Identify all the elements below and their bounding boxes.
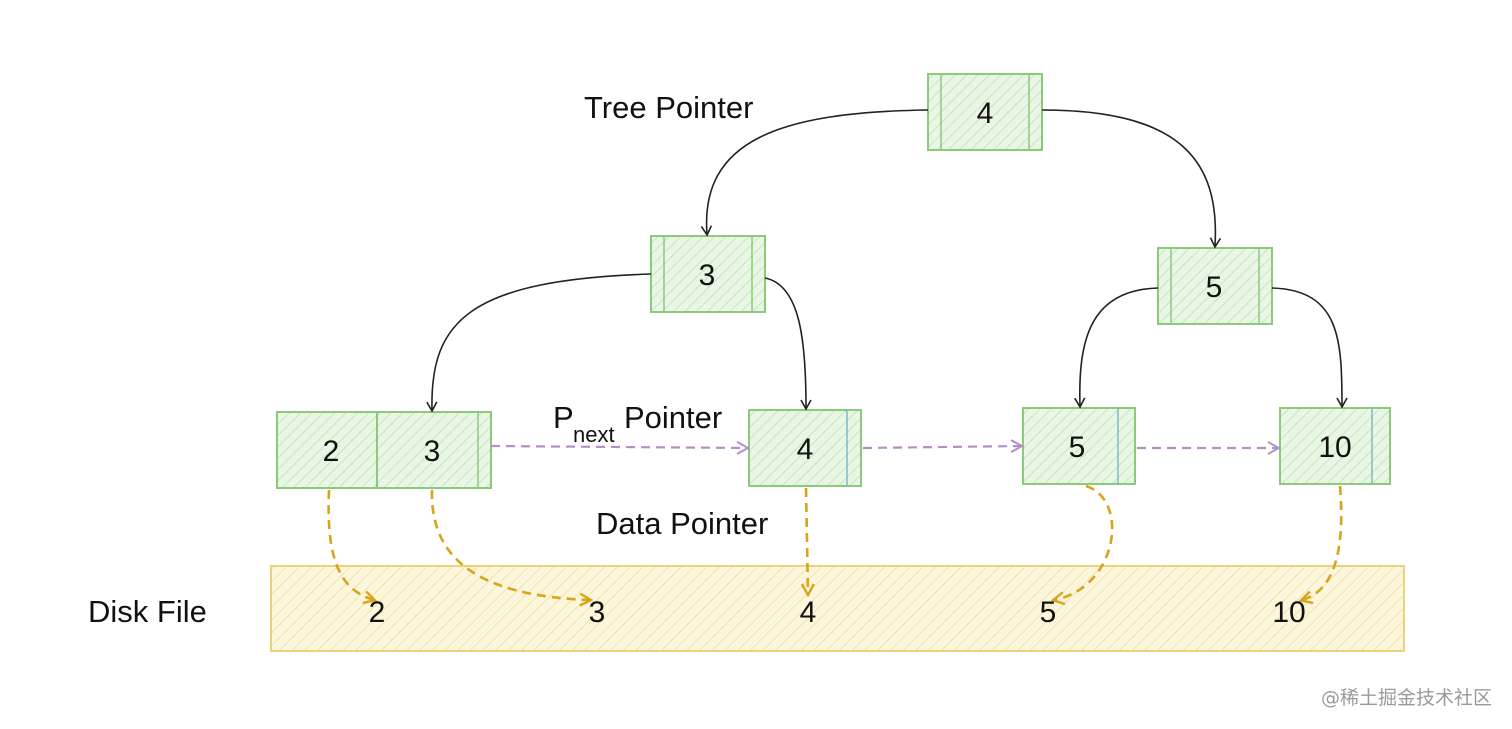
pnext-pointer-arrows (490, 446, 1278, 448)
leaf-key: 10 (1318, 431, 1351, 464)
internal-node-right-key: 5 (1206, 271, 1223, 304)
tree-arrow (1271, 287, 1348, 409)
tree-pointer-label: Tree Pointer (584, 90, 753, 125)
root-node-key: 4 (977, 97, 994, 130)
leaf-node-box (376, 411, 492, 489)
data-pointer-arrows (327, 484, 1343, 600)
disk-file (270, 565, 1405, 652)
tree-arrow (1041, 109, 1222, 249)
leaf-node-box (276, 411, 388, 489)
pnext-subscript: next (573, 422, 615, 447)
leaf-node-first: 2 3 (276, 411, 492, 489)
next-arrow (490, 446, 747, 448)
disk-value: 2 (369, 596, 386, 629)
next-arrow (862, 446, 1021, 448)
tree-arrow (700, 109, 929, 237)
leaf-node-box (748, 409, 862, 487)
disk-value: 3 (589, 596, 606, 629)
data-arrow (430, 489, 590, 600)
leaf-node-10: 10 (1279, 407, 1391, 485)
watermark: @稀土掘金技术社区 (1321, 687, 1492, 709)
tree-arrow (764, 277, 812, 411)
disk-value: 4 (800, 596, 817, 629)
root-node: 4 (927, 73, 1043, 151)
data-arrow (1302, 485, 1343, 600)
internal-node-left: 3 (650, 235, 766, 313)
disk-value: 10 (1272, 596, 1305, 629)
disk-file-band (270, 565, 1405, 652)
pnext-main: P (553, 400, 574, 435)
leaf-key: 5 (1069, 431, 1086, 464)
disk-value: 5 (1040, 596, 1057, 629)
data-arrow (1054, 484, 1114, 600)
data-arrow (806, 487, 808, 594)
leaf-key: 4 (797, 433, 814, 466)
disk-file-label: Disk File (88, 594, 207, 629)
leaf-key: 2 (323, 435, 340, 468)
pnext-pointer-label: P next Pointer (553, 400, 722, 447)
tree-arrow (1074, 287, 1159, 409)
pnext-tail: Pointer (624, 400, 722, 435)
tree-arrow (426, 273, 652, 413)
leaf-key: 3 (424, 435, 441, 468)
data-arrow (327, 489, 374, 600)
leaf-node-5: 5 (1022, 407, 1136, 485)
data-pointer-label: Data Pointer (596, 506, 768, 541)
root-node-box (927, 73, 1043, 151)
tree-pointer-arrows (426, 109, 1348, 413)
internal-node-right: 5 (1157, 247, 1273, 325)
internal-node-left-key: 3 (699, 259, 716, 292)
leaf-node-4: 4 (748, 409, 862, 487)
